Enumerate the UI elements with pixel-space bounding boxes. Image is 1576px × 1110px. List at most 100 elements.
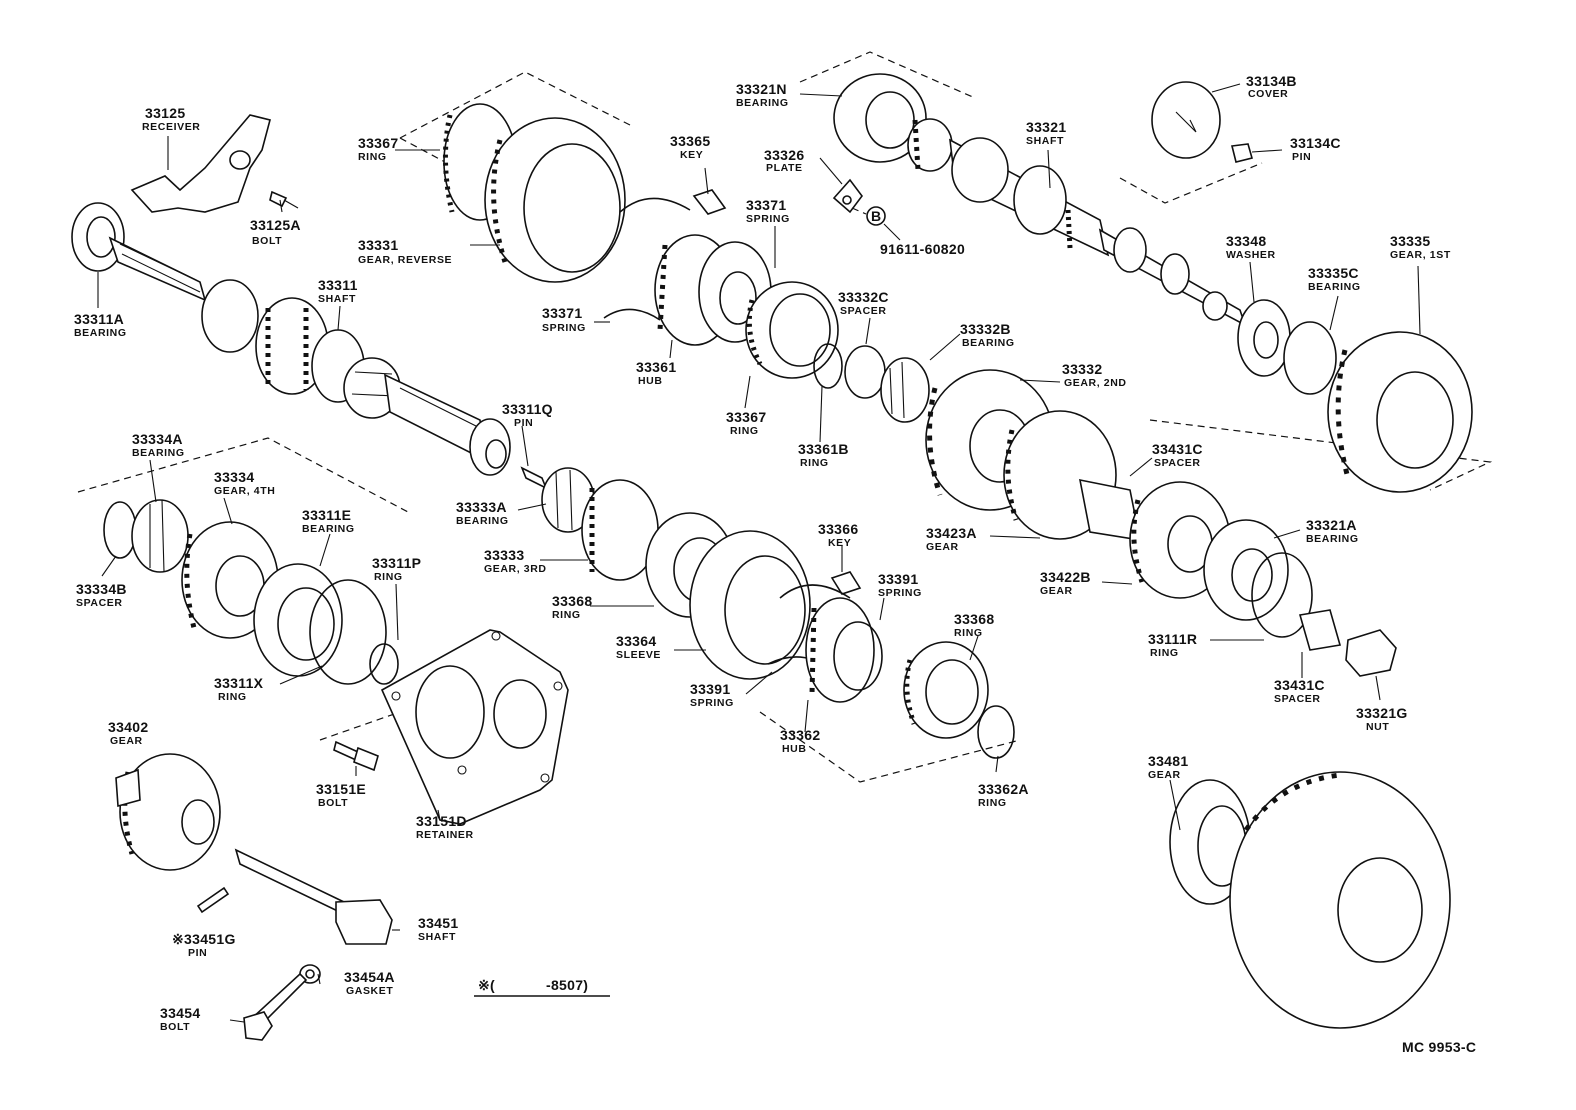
part-label-91611: 91611-60820 bbox=[880, 241, 965, 257]
svg-text:BEARING: BEARING bbox=[1306, 533, 1359, 545]
svg-text:SPRING: SPRING bbox=[542, 322, 586, 334]
svg-text:33367: 33367 bbox=[358, 135, 398, 151]
svg-text:BOLT: BOLT bbox=[318, 797, 348, 809]
svg-text:33423A: 33423A bbox=[926, 525, 977, 541]
svg-text:33125: 33125 bbox=[145, 105, 185, 121]
svg-text:BEARING: BEARING bbox=[132, 447, 185, 459]
group-boundary-bolt bbox=[319, 711, 401, 741]
counter-shaft-drawing bbox=[833, 73, 1247, 327]
group-boundaries bbox=[77, 51, 1493, 783]
svg-text:33368: 33368 bbox=[954, 611, 994, 627]
svg-text:33333A: 33333A bbox=[456, 499, 507, 515]
svg-text:HUB: HUB bbox=[782, 743, 807, 755]
svg-text:33402: 33402 bbox=[108, 719, 148, 735]
svg-text:SHAFT: SHAFT bbox=[1026, 135, 1064, 147]
third-gear-drawing bbox=[541, 467, 1015, 759]
fourth-gear-drawing bbox=[103, 499, 399, 685]
svg-text:33321A: 33321A bbox=[1306, 517, 1357, 533]
svg-text:PLATE: PLATE bbox=[766, 162, 803, 174]
svg-text:33321: 33321 bbox=[1026, 119, 1066, 135]
svg-text:33391: 33391 bbox=[878, 571, 918, 587]
svg-text:RING: RING bbox=[800, 457, 829, 469]
svg-text:BEARING: BEARING bbox=[1308, 281, 1361, 293]
svg-text:PIN: PIN bbox=[188, 947, 207, 959]
svg-text:33481: 33481 bbox=[1148, 753, 1188, 769]
svg-text:GEAR, 3RD: GEAR, 3RD bbox=[484, 563, 547, 575]
svg-text:GEAR: GEAR bbox=[1148, 769, 1181, 781]
svg-text:33334B: 33334B bbox=[76, 581, 127, 597]
svg-text:33361: 33361 bbox=[636, 359, 676, 375]
svg-text:RING: RING bbox=[552, 609, 581, 621]
svg-text:GEAR, 2ND: GEAR, 2ND bbox=[1064, 377, 1127, 389]
leader-lines bbox=[97, 83, 1421, 1023]
svg-text:RING: RING bbox=[978, 797, 1007, 809]
reverse-idler-drawing bbox=[115, 753, 393, 1041]
svg-text:33365: 33365 bbox=[670, 133, 710, 149]
svg-text:GEAR: GEAR bbox=[110, 735, 143, 747]
svg-text:33311: 33311 bbox=[318, 277, 358, 293]
svg-text:33362: 33362 bbox=[780, 727, 820, 743]
svg-text:33151E: 33151E bbox=[316, 781, 366, 797]
input-shaft-drawing bbox=[71, 202, 548, 490]
output-gear-drawing bbox=[1169, 771, 1451, 1029]
svg-text:GEAR: GEAR bbox=[926, 541, 959, 553]
counter-gear-drawing bbox=[1003, 410, 1397, 677]
circle-b-marker bbox=[866, 206, 886, 226]
svg-text:GEAR, 4TH: GEAR, 4TH bbox=[214, 485, 275, 497]
svg-text:33333: 33333 bbox=[484, 547, 524, 563]
svg-text:33335C: 33335C bbox=[1308, 265, 1359, 281]
svg-text:33335: 33335 bbox=[1390, 233, 1430, 249]
svg-text:BEARING: BEARING bbox=[736, 97, 789, 109]
svg-text:33311A: 33311A bbox=[74, 311, 124, 327]
footnote-mark: ※( bbox=[478, 977, 495, 993]
svg-text:33371: 33371 bbox=[542, 305, 582, 321]
svg-text:33361B: 33361B bbox=[798, 441, 849, 457]
svg-text:GASKET: GASKET bbox=[346, 985, 393, 997]
group-boundary-output bbox=[1149, 419, 1493, 491]
diagram-id: MC 9953-C bbox=[1402, 1039, 1476, 1055]
svg-text:33334A: 33334A bbox=[132, 431, 183, 447]
svg-text:SHAFT: SHAFT bbox=[318, 293, 356, 305]
footnote-range: -8507) bbox=[546, 977, 588, 993]
svg-text:33125A: 33125A bbox=[250, 217, 301, 233]
svg-text:33454: 33454 bbox=[160, 1005, 200, 1021]
svg-text:33362A: 33362A bbox=[978, 781, 1029, 797]
svg-text:SPACER: SPACER bbox=[76, 597, 123, 609]
svg-text:KEY: KEY bbox=[828, 537, 851, 549]
svg-text:PIN: PIN bbox=[514, 417, 533, 429]
svg-text:33348: 33348 bbox=[1226, 233, 1266, 249]
svg-text:GEAR, REVERSE: GEAR, REVERSE bbox=[358, 254, 452, 266]
svg-text:33422B: 33422B bbox=[1040, 569, 1091, 585]
svg-text:33311X: 33311X bbox=[214, 675, 264, 691]
svg-text:BEARING: BEARING bbox=[962, 337, 1015, 349]
